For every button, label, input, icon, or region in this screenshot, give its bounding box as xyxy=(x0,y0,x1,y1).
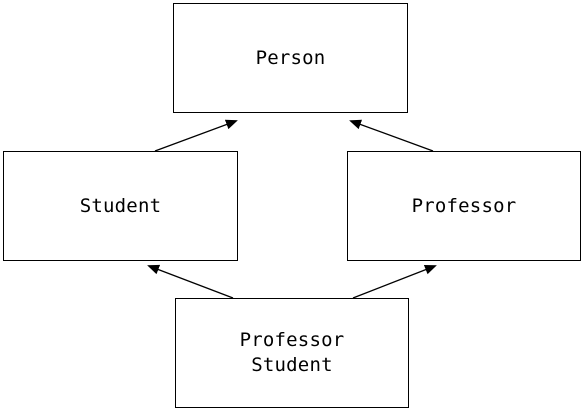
person-class-box: Person xyxy=(173,3,408,113)
arrow-student-to-person xyxy=(154,119,238,152)
student-class-label: Student xyxy=(79,194,162,217)
professor-class-box: Professor xyxy=(347,151,581,261)
arrow-professor-to-person xyxy=(349,119,434,152)
arrow-professor-student-to-professor xyxy=(352,264,437,299)
professor-student-class-label: Professor Student xyxy=(239,329,345,376)
professor-class-label: Professor xyxy=(411,194,517,217)
student-class-box: Student xyxy=(3,151,238,261)
professor-student-class-box: Professor Student xyxy=(175,298,409,408)
arrow-professor-student-to-student xyxy=(147,264,234,299)
person-class-label: Person xyxy=(255,46,326,69)
